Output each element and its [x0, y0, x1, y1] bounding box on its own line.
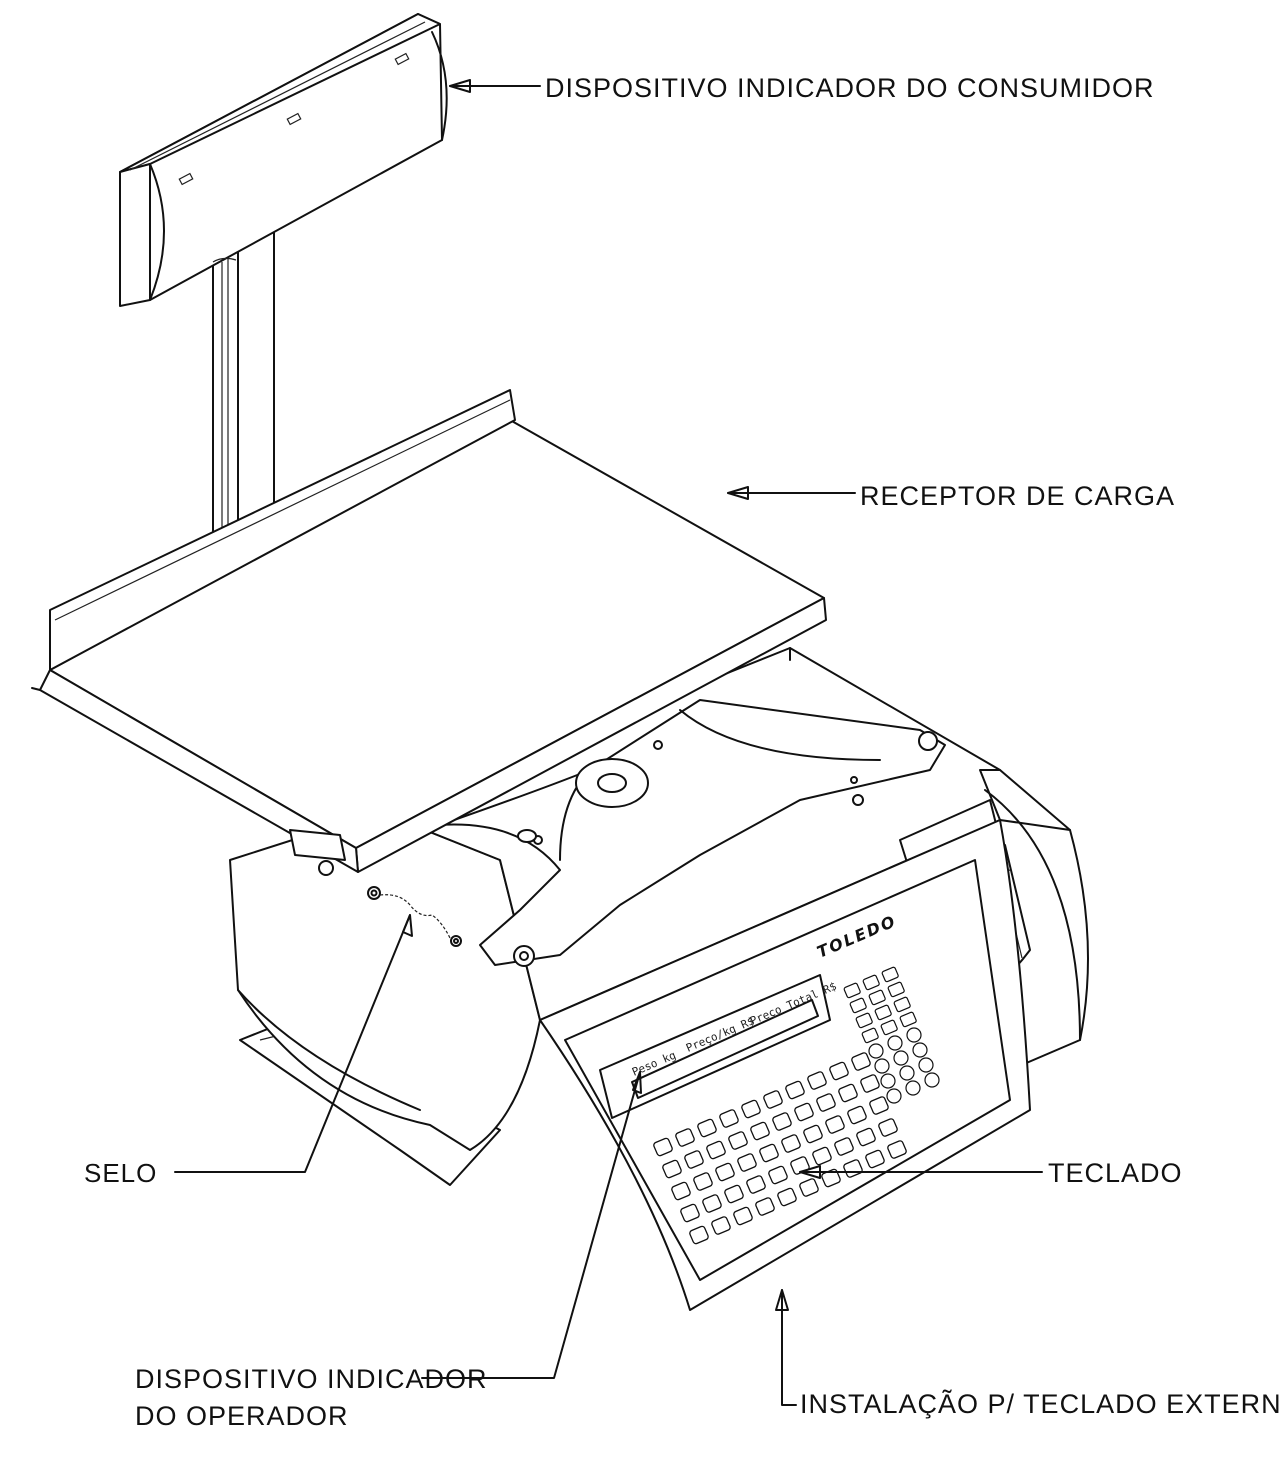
keyboard-key — [785, 1080, 805, 1100]
keyboard-key — [803, 1124, 823, 1144]
keyboard-key — [662, 1159, 682, 1179]
customer-display-unit — [119, 13, 448, 561]
main-keyboard — [653, 1052, 907, 1245]
keypad-key — [912, 1042, 928, 1058]
keyboard-key — [768, 1165, 788, 1185]
keyboard-key — [865, 1149, 885, 1169]
seal — [367, 886, 462, 947]
keypad-key — [855, 1012, 873, 1029]
keyboard-key — [702, 1194, 722, 1213]
keypad-key — [880, 1073, 896, 1089]
keyboard-key — [653, 1137, 673, 1157]
keypad-key — [868, 1043, 884, 1059]
label-customer-display: DISPOSITIVO INDICADOR DO CONSUMIDOR — [545, 73, 1155, 103]
keypad-key — [906, 1027, 922, 1043]
keyboard-key — [772, 1112, 792, 1131]
label-operator-display-line2: DO OPERADOR — [135, 1401, 349, 1431]
label-operator-display-line1: DISPOSITIVO INDICADOR — [135, 1364, 488, 1394]
keyboard-key — [715, 1162, 735, 1182]
keyboard-key — [741, 1099, 761, 1119]
keyboard-key — [680, 1203, 700, 1223]
keyboard-key — [825, 1115, 845, 1134]
operator-panel: TOLEDO Peso kg Preço/kg R$ Preço Total R… — [539, 819, 1031, 1311]
keyboard-key — [887, 1140, 907, 1159]
label-load-receptor: RECEPTOR DE CARGA — [860, 481, 1175, 511]
keyboard-key — [693, 1172, 713, 1191]
keyboard-key — [816, 1093, 836, 1112]
keyboard-key — [794, 1102, 814, 1122]
keyboard-key — [781, 1134, 801, 1153]
keyboard-key — [856, 1127, 876, 1147]
label-external-keyboard: INSTALAÇÃO P/ TECLADO EXTERNO — [800, 1388, 1282, 1419]
keyboard-key — [689, 1225, 709, 1245]
keyboard-key — [724, 1184, 744, 1204]
keyboard-key — [812, 1146, 832, 1166]
keypad-key — [849, 997, 867, 1014]
keyboard-key — [777, 1187, 797, 1207]
keyboard-key — [733, 1206, 753, 1226]
keypad-key — [881, 966, 899, 983]
numeric-keypad — [843, 966, 940, 1104]
keyboard-key — [719, 1109, 739, 1128]
keyboard-key — [697, 1118, 717, 1138]
keypad-key — [862, 974, 880, 991]
label-keyboard: TECLADO — [1048, 1158, 1183, 1188]
keyboard-key — [807, 1071, 827, 1090]
keyboard-key — [746, 1175, 766, 1194]
keyboard-key — [860, 1074, 880, 1093]
keyboard-key — [851, 1052, 871, 1071]
spider-plate — [439, 699, 946, 967]
keypad-key — [880, 1019, 898, 1036]
keypad-key — [918, 1057, 934, 1073]
keyboard-key — [706, 1140, 726, 1160]
keyboard-key — [869, 1096, 889, 1115]
keyboard-key — [878, 1118, 898, 1137]
keypad-key — [924, 1072, 940, 1088]
keyboard-key — [759, 1143, 779, 1163]
keypad-key — [861, 1027, 879, 1044]
keyboard-key — [829, 1061, 849, 1081]
keypad-key — [899, 1011, 917, 1028]
keyboard-key — [737, 1153, 757, 1172]
keyboard-key — [750, 1121, 770, 1141]
load-receptor-platter — [31, 389, 827, 876]
keypad-key — [893, 996, 911, 1013]
keypad-key — [868, 989, 886, 1006]
keypad-key — [874, 1004, 892, 1021]
keypad-key — [899, 1065, 915, 1081]
keyboard-key — [711, 1216, 731, 1235]
keyboard-key — [671, 1181, 691, 1201]
leader-lines — [174, 79, 1043, 1406]
keypad-key — [886, 1088, 902, 1104]
keyboard-key — [684, 1150, 704, 1169]
keyboard-key — [799, 1178, 819, 1197]
keypad-key — [905, 1080, 921, 1096]
keyboard-key — [834, 1137, 854, 1156]
keyboard-key — [847, 1105, 867, 1125]
keyboard-key — [728, 1131, 748, 1150]
keyboard-key — [838, 1083, 858, 1103]
keyboard-key — [763, 1090, 783, 1109]
keyboard-key — [675, 1128, 695, 1147]
label-seal: SELO — [84, 1158, 157, 1188]
keyboard-key — [755, 1197, 775, 1216]
keypad-key — [893, 1050, 909, 1066]
keypad-key — [887, 981, 905, 998]
keypad-key — [874, 1058, 890, 1074]
keypad-key — [887, 1035, 903, 1051]
keypad-key — [843, 982, 861, 999]
